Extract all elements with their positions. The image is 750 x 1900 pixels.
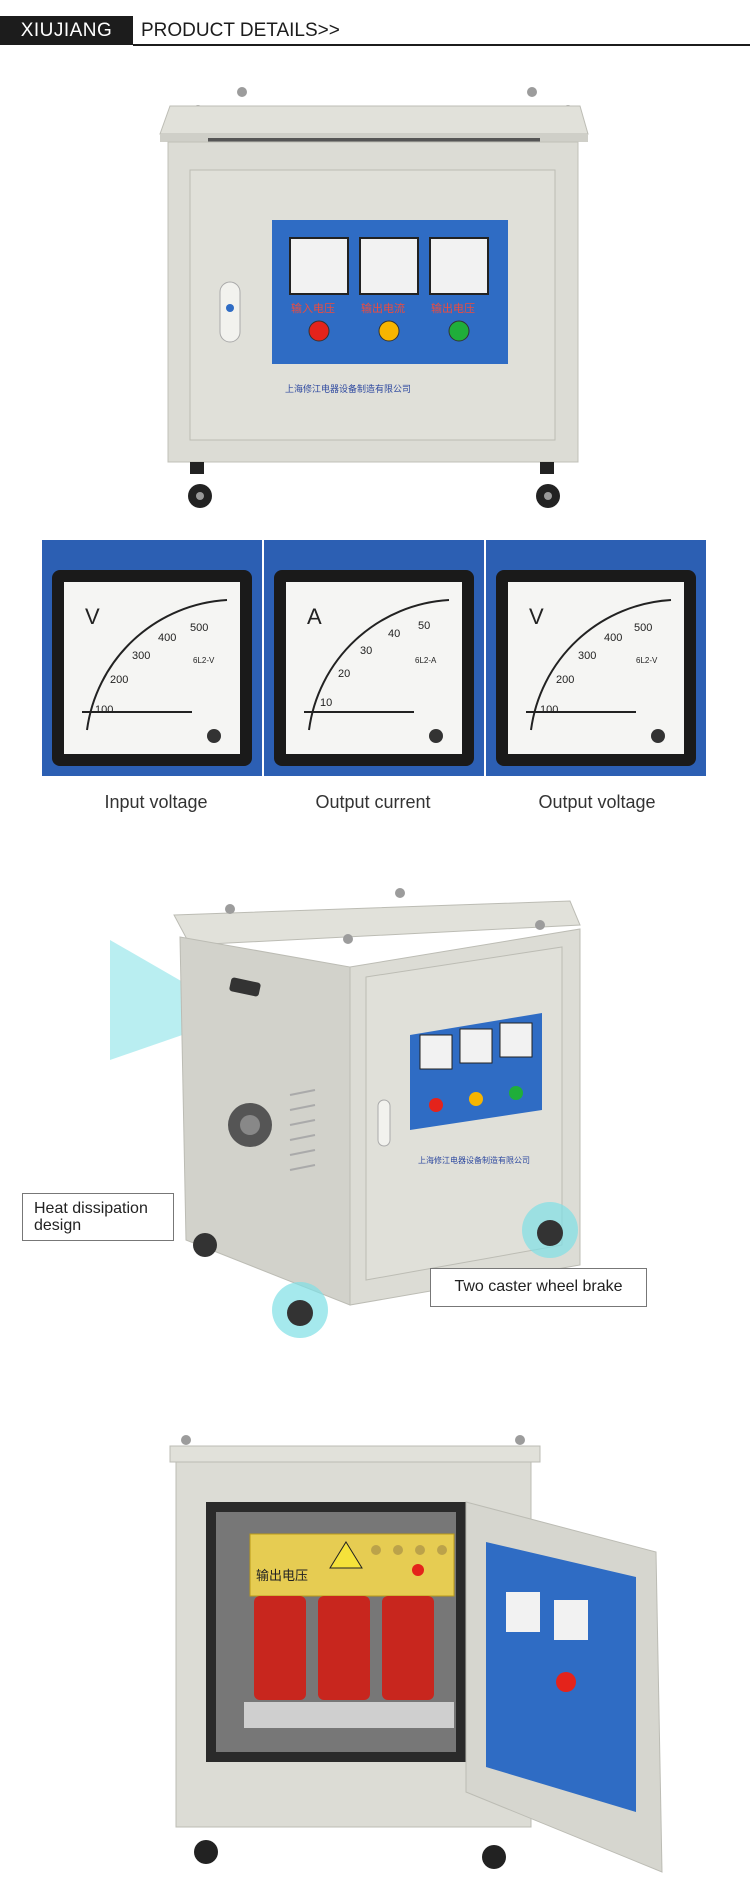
meter-1-tick: 500 <box>190 622 209 634</box>
meter-2-tick: 10 <box>320 697 333 709</box>
callout-heat-dissipation: Heat dissipation design <box>22 1193 174 1241</box>
meter-3-tick: 400 <box>604 632 623 644</box>
svg-text:输出电流: 输出电流 <box>361 301 405 315</box>
callout-caster-brake: Two caster wheel brake <box>430 1268 647 1307</box>
product-side-image: 上海修江电器设备制造有限公司 <box>110 888 581 1338</box>
svg-text:上海修江电器设备制造有限公司: 上海修江电器设备制造有限公司 <box>418 1155 530 1165</box>
meter-2-model: 6L2-A <box>415 656 437 665</box>
meter-1-tick: 200 <box>110 674 129 686</box>
meter-3-tick: 200 <box>556 674 575 686</box>
meter-2-tick: 50 <box>418 620 431 632</box>
meter-caption-output-voltage: Output voltage <box>538 792 656 812</box>
section-title: PRODUCT DETAILS>> <box>141 20 340 41</box>
meter-input-voltage <box>42 540 263 776</box>
meter-2-tick: 30 <box>360 645 373 657</box>
meter-1-model: 6L2-V <box>193 656 215 665</box>
meter-output-current <box>263 540 485 776</box>
meter-3-unit: V <box>529 604 544 629</box>
callout-heat-line1: Heat dissipation <box>34 1200 148 1217</box>
header-divider <box>133 44 750 46</box>
meter-1-tick: 100 <box>95 704 114 716</box>
meter-caption-input-voltage: Input voltage <box>104 792 208 812</box>
brand-label: XIUJIANG <box>0 16 133 45</box>
product-open-image: 输出电压 <box>169 1435 663 1873</box>
meter-2-tick: 40 <box>388 628 401 640</box>
meter-2-unit: A <box>307 604 322 629</box>
meter-1-unit: V <box>85 604 100 629</box>
meter-3-tick: 500 <box>634 622 653 634</box>
interior-label: 输出电压 <box>256 1568 308 1584</box>
meter-2-tick: 20 <box>338 668 351 680</box>
meter-1-tick: 300 <box>132 650 151 662</box>
meter-3-tick: 300 <box>578 650 597 662</box>
meter-1-tick: 400 <box>158 632 177 644</box>
svg-text:输出电压: 输出电压 <box>431 301 475 315</box>
svg-text:输入电压: 输入电压 <box>291 301 335 315</box>
callout-heat-line2: design <box>34 1217 82 1234</box>
svg-text:上海修江电器设备制造有限公司: 上海修江电器设备制造有限公司 <box>285 383 411 395</box>
meter-caption-output-current: Output current <box>315 792 431 812</box>
meter-3-model: 6L2-V <box>636 656 658 665</box>
meter-3-tick: 100 <box>540 704 559 716</box>
product-front-image: 输入电压 输出电流 输出电压 上海修江电器设备制造有限公司 <box>159 87 589 508</box>
